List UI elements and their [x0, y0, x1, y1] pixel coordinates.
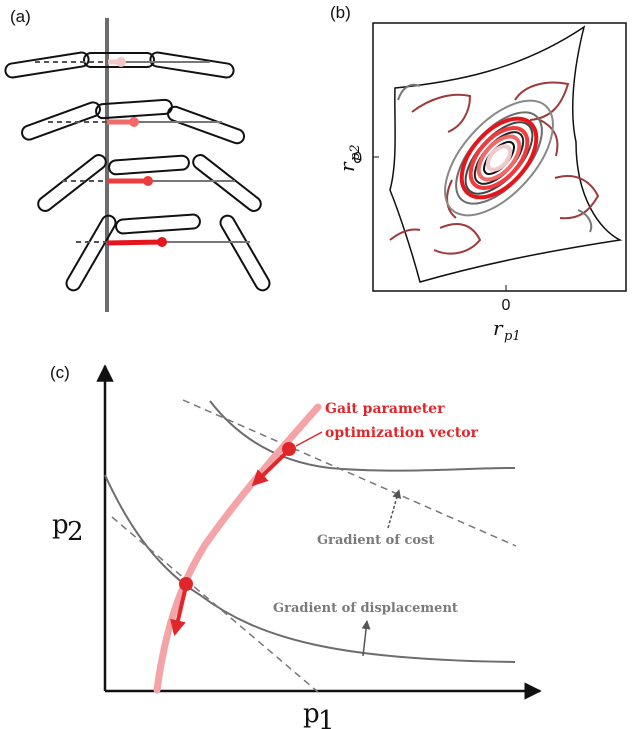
shape-space-boundary [389, 25, 623, 283]
swimmer-3-dot [143, 176, 153, 186]
swimmer-3 [37, 154, 262, 212]
c-y-axis-sub: 2 [67, 517, 84, 547]
grey-corner-arcs [397, 83, 593, 233]
swimmer-1-dot [116, 57, 126, 67]
x-tick-label: 0 [502, 297, 511, 314]
swimmer-4-displacement [106, 239, 163, 246]
displacement-gradient-label: Gradient of displacement [273, 601, 458, 616]
c-y-axis-letter: p [52, 510, 69, 540]
x-axis-label-symbol: r [493, 316, 504, 340]
grey-contours [444, 99, 554, 217]
vector-annotation-line2: optimization vector [325, 425, 479, 441]
swimmer-2-dot [129, 117, 139, 127]
panel-b-label: (b) [330, 3, 351, 22]
displacement-level-curve [104, 474, 516, 663]
swimmer-4-dot [157, 237, 167, 247]
cost-tangent [182, 399, 517, 547]
vector-annotation-pointer [295, 431, 323, 447]
panel-c: (c) p 2 p 1 Gait parameter optimization … [50, 363, 542, 729]
panel-b: (b) [330, 3, 627, 344]
c-x-axis-letter: p [303, 699, 320, 729]
panel-c-label: (c) [50, 363, 70, 382]
swimmer-4 [65, 213, 271, 292]
y-axis-label-sub: p2 [348, 144, 363, 161]
cost-gradient-arrow [387, 489, 402, 529]
panel-a-label: (a) [10, 7, 31, 26]
y-tick-label: 0 [353, 150, 362, 167]
displacement-gradient-arrow [361, 620, 371, 657]
swimmer-2 [21, 98, 246, 145]
cost-level-curve [209, 400, 516, 472]
optimization-point-1 [282, 442, 296, 456]
vector-annotation-line1: Gait parameter [325, 401, 445, 417]
x-axis-label-sub: p1 [504, 329, 521, 344]
gait-ellipses [459, 116, 539, 200]
optimization-vector-1 [251, 449, 290, 487]
c-x-axis-sub: 1 [318, 706, 335, 729]
shape-space-plot [389, 25, 623, 283]
displacement-tangent [111, 516, 319, 693]
cost-gradient-label: Gradient of cost [317, 533, 434, 548]
y-axis-label-symbol: r [335, 161, 359, 172]
optimization-point-2 [179, 577, 193, 591]
optimization-vector-2 [170, 585, 188, 637]
panel-a: (a) [4, 7, 271, 312]
swimmer-1 [4, 51, 235, 79]
